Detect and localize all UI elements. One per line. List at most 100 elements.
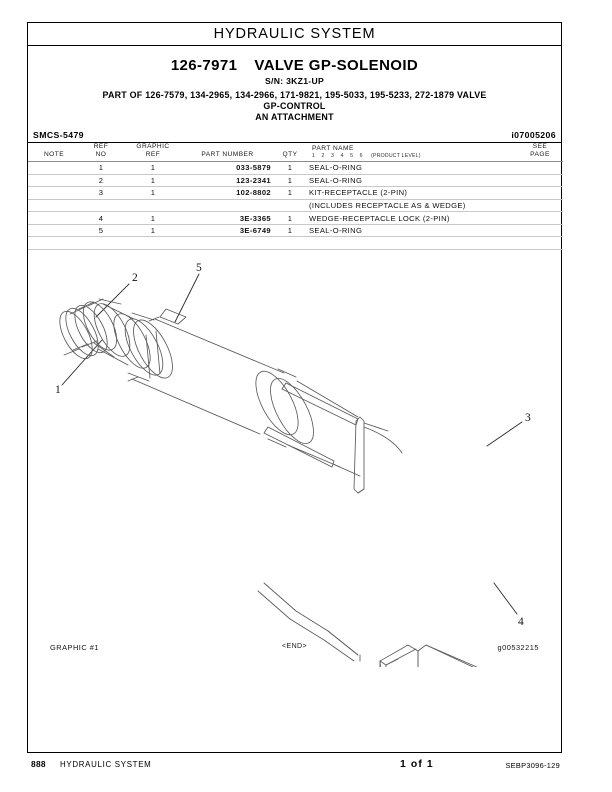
th-product-level-numbers: 1 2 3 4 5 6 (312, 153, 366, 160)
cell-note (28, 174, 80, 188)
footer-page-of: 1 of 1 (400, 759, 434, 770)
cell-part-number: 102-8802 (184, 186, 271, 200)
cell-qty: 1 (271, 161, 309, 175)
th-graphic-ref-line2: REF (145, 151, 161, 159)
th-note: NOTE (28, 143, 80, 162)
title-block-footer-row: SMCS-5479 i07005206 (28, 130, 561, 140)
callout-leaders (61, 273, 523, 615)
smcs-code: SMCS-5479 (33, 130, 84, 140)
graphic-id: g00532215 (497, 643, 539, 652)
parts-table-container: NOTE REF NO GRAPHIC REF (28, 143, 563, 251)
cell-part-number: 3E-6749 (184, 224, 271, 238)
cell-part-name: KIT-RECEPTACLE (2-PIN) (309, 186, 517, 200)
assembly-part-number: 126-7971 (170, 57, 238, 74)
system-banner-title: HYDRAULIC SYSTEM (213, 26, 376, 42)
cell-qty: 1 (271, 224, 309, 238)
cell-graphic-ref: 1 (122, 224, 184, 238)
document-id: i07005206 (511, 130, 556, 140)
cable-segments (257, 582, 359, 662)
footer-document-code: SEBP3096-129 (505, 761, 560, 770)
table-header-row: NOTE REF NO GRAPHIC REF (28, 143, 563, 162)
table-row[interactable]: (INCLUDES RECEPTACLE AS & WEDGE) (28, 199, 563, 213)
cell-qty (271, 236, 309, 251)
cell-part-name (309, 236, 517, 251)
system-banner: HYDRAULIC SYSTEM (28, 23, 561, 46)
cell-note (28, 211, 80, 225)
cell-part-number: 3E-3365 (184, 211, 271, 225)
cell-ref-no: 5 (80, 224, 122, 238)
cell-see-page (517, 236, 563, 251)
th-ref-no-line2: NO (95, 151, 107, 159)
cell-part-number: 123-2341 (184, 174, 271, 188)
cell-see-page (517, 186, 563, 200)
cell-note (28, 186, 80, 200)
th-product-level-label: (PRODUCT LEVEL) (371, 153, 421, 160)
cell-ref-no: 1 (80, 161, 122, 175)
parts-table-head: NOTE REF NO GRAPHIC REF (28, 143, 563, 162)
th-part-name: PART NAME 1 2 3 4 5 6 (PRODUCT LEVEL) (309, 143, 517, 162)
cell-see-page (517, 199, 563, 213)
receptacle-connector (359, 644, 478, 667)
cell-ref-no: 3 (80, 186, 122, 200)
footer-system-name: HYDRAULIC SYSTEM (60, 760, 152, 769)
graphic-footer: GRAPHIC #1 <END> g00532215 (28, 643, 561, 652)
graphic-illustration: 2 5 1 3 4 (28, 231, 561, 667)
cell-graphic-ref (122, 236, 184, 251)
cell-note (28, 236, 80, 251)
th-part-number: PART NUMBER (184, 143, 271, 162)
cell-part-name: SEAL-O-RING (309, 174, 517, 188)
th-qty: QTY (271, 143, 309, 162)
cell-graphic-ref: 1 (122, 174, 184, 188)
solenoid-body (127, 316, 299, 436)
valve-threaded-end (59, 298, 187, 382)
parts-table: NOTE REF NO GRAPHIC REF (28, 143, 563, 251)
cell-qty: 1 (271, 211, 309, 225)
solenoid-end-cap (263, 368, 359, 468)
cell-graphic-ref: 1 (122, 186, 184, 200)
end-marker: <END> (282, 643, 307, 650)
cell-ref-no: 2 (80, 174, 122, 188)
callout-3: 3 (525, 412, 531, 424)
cell-part-name: SEAL-O-RING (309, 161, 517, 175)
cell-graphic-ref (122, 199, 184, 213)
th-see-page-line1: SEE (532, 143, 548, 150)
attachment-line: AN ATTACHMENT (255, 112, 334, 122)
cell-see-page (517, 161, 563, 175)
cell-qty: 1 (271, 174, 309, 188)
part-of-line: PART OF 126-7579, 134-2965, 134-2966, 17… (102, 90, 487, 100)
page-footer: 888 HYDRAULIC SYSTEM 1 of 1 SEBP3096-129 (27, 759, 562, 775)
cell-part-number (184, 236, 271, 251)
callout-2: 2 (132, 272, 138, 284)
graphic-label: GRAPHIC #1 (50, 643, 99, 652)
cell-note (28, 161, 80, 175)
cell-part-name: (INCLUDES RECEPTACLE AS & WEDGE) (309, 199, 517, 213)
serial-number-line: S/N: 3KZ1-UP (265, 76, 324, 86)
callout-4: 4 (518, 616, 524, 628)
th-ref-no: REF NO (80, 143, 122, 162)
title-block: 126-7971 VALVE GP-SOLENOID S/N: 3KZ1-UP P… (28, 46, 561, 143)
cell-see-page (517, 224, 563, 238)
th-ref-no-line1: REF (93, 143, 109, 150)
th-part-name-label: PART NAME (312, 145, 354, 153)
callout-1: 1 (55, 384, 61, 396)
title-primary-line: 126-7971 VALVE GP-SOLENOID (28, 57, 561, 74)
assembly-title: VALVE GP-SOLENOID (254, 57, 419, 74)
cell-qty: 1 (271, 186, 309, 200)
wire-harness (332, 416, 403, 494)
cell-see-page (517, 211, 563, 225)
page-frame: HYDRAULIC SYSTEM 126-7971 VALVE GP-SOLENO… (27, 22, 563, 753)
cell-part-number (184, 199, 271, 213)
callout-numbers: 2 5 1 3 4 (55, 262, 531, 628)
cell-ref-no (80, 236, 122, 251)
cell-part-number: 033-5879 (184, 161, 271, 175)
cell-graphic-ref: 1 (122, 161, 184, 175)
footer-page-number: 888 (31, 759, 46, 769)
table-row[interactable] (28, 236, 563, 251)
callout-5: 5 (196, 262, 202, 274)
